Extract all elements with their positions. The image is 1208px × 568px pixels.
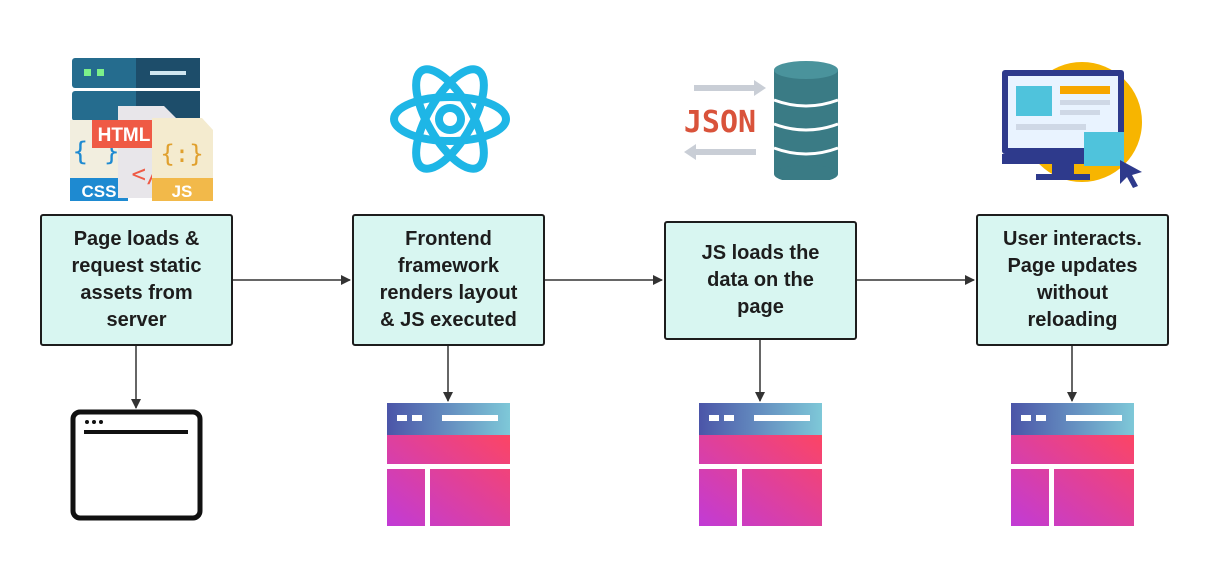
atom-framework-icon xyxy=(390,65,510,173)
html-file-label: HTML xyxy=(98,125,151,146)
rendered-page-icon xyxy=(699,403,822,526)
server-with-html-css-js-files-icon: CSS { } HTML </ JS {:} xyxy=(70,58,213,201)
step-label-1: Page loads & request static assets from … xyxy=(71,228,202,331)
js-file-label: JS xyxy=(172,182,193,201)
step-box-3: JS loads the data on the page xyxy=(664,221,857,340)
blank-browser-window-icon xyxy=(70,409,203,521)
step-box-2: Frontend framework renders layout & JS e… xyxy=(352,214,545,346)
json-database-icon: JSON xyxy=(684,61,839,180)
step-label-4: User interacts. Page updates without rel… xyxy=(1003,228,1142,331)
rendered-page-icon xyxy=(1011,403,1134,526)
step-box-1: Page loads & request static assets from … xyxy=(40,214,233,346)
svg-text:{:}: {:} xyxy=(160,140,203,168)
monitor-with-cursor-icon xyxy=(1002,62,1142,188)
json-label: JSON xyxy=(684,105,756,140)
step-box-4: User interacts. Page updates without rel… xyxy=(976,214,1169,346)
css-file-label: CSS xyxy=(82,182,117,201)
rendered-page-icon xyxy=(387,403,510,526)
step-label-2: Frontend framework renders layout & JS e… xyxy=(379,228,518,331)
step-label-3: JS loads the data on the page xyxy=(701,242,820,318)
